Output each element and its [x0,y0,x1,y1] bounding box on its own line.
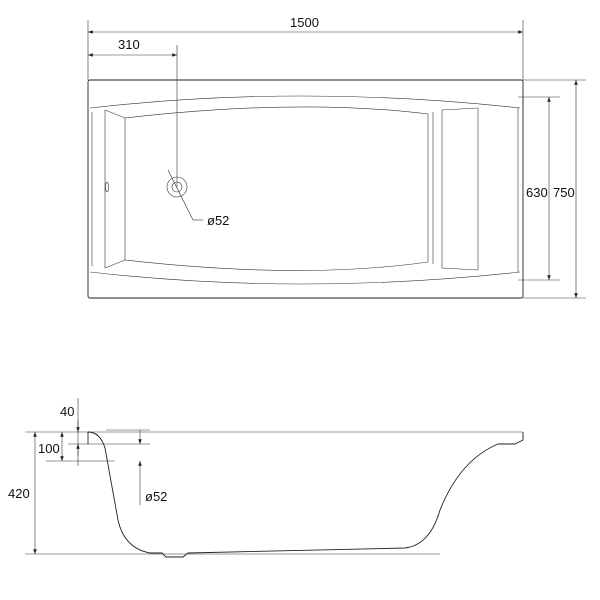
rim-dimension: 40 [60,398,150,466]
drain-offset-dimension: 310 [88,37,178,187]
rim-label: 40 [60,404,74,419]
overflow-diameter-dimension: ø52 [106,429,167,505]
basin-outline [89,95,521,285]
overflow-dimension: 100 [38,432,115,462]
inner-width-label: 630 [526,185,548,200]
drain-offset-label: 310 [118,37,140,52]
length-label: 1500 [290,15,319,30]
top-view: ø52 1500 310 630 750 [87,15,586,299]
height-label: 420 [8,486,30,501]
overflow-icon [105,181,109,193]
height-dimension: 420 [8,432,37,554]
width-dimensions: 630 750 [518,79,586,299]
width-label: 750 [553,185,575,200]
overflow-label: 100 [38,441,60,456]
drain-diameter-label: ø52 [207,213,229,228]
side-view: 40 100 420 ø52 [8,398,524,558]
overflow-diameter-label: ø52 [145,489,167,504]
drain: ø52 [166,169,229,228]
length-dimension: 1500 [87,15,524,80]
tub-outline [87,79,524,299]
tub-profile [87,431,524,558]
